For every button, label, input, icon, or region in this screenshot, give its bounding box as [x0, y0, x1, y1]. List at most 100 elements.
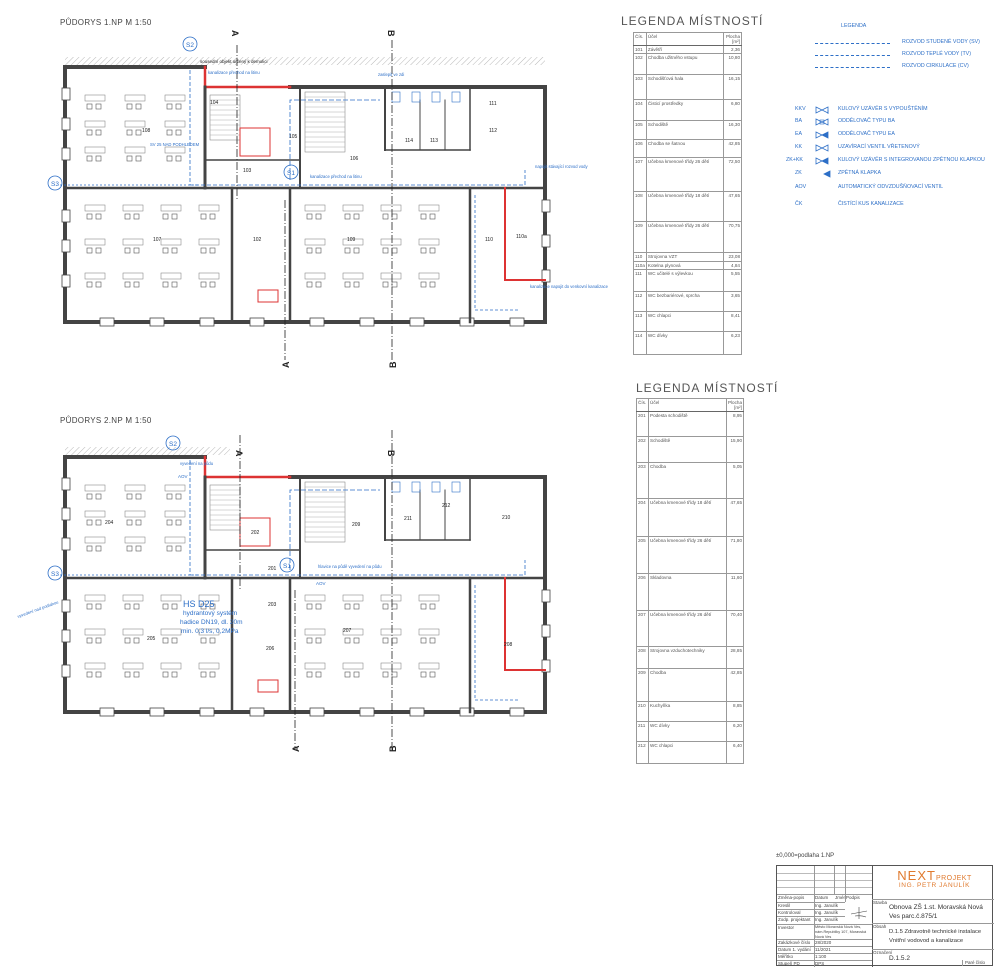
equipment — [257, 289, 279, 303]
room-area: 16,15 — [723, 74, 742, 100]
window — [359, 707, 375, 717]
room-label: 205 — [147, 636, 156, 642]
window — [249, 707, 265, 717]
room-label: 211 — [404, 516, 412, 522]
chair — [175, 493, 182, 500]
room-area: 6,20 — [725, 721, 745, 742]
chair — [135, 519, 142, 526]
chair — [166, 519, 173, 526]
desk — [198, 594, 220, 602]
room-area: 2,36 — [723, 45, 742, 54]
desk — [124, 146, 146, 154]
window — [541, 234, 551, 248]
window — [61, 629, 71, 643]
header-area: Plocha [m²] — [723, 32, 742, 46]
room-area: 23,08 — [723, 252, 742, 262]
field-label: Investor — [777, 924, 814, 939]
table-header-row: Čís. Účel Plocha [m²] — [636, 398, 745, 412]
chair — [344, 671, 351, 678]
neighbor-hatch — [65, 57, 300, 65]
section-a-mark: A — [234, 450, 244, 457]
room-label: 104 — [210, 100, 219, 106]
room-area: 10,80 — [723, 53, 742, 75]
water-pipe — [289, 99, 380, 180]
room-num: 212 — [636, 741, 649, 764]
toilet — [411, 91, 421, 103]
room-label: 105 — [289, 134, 298, 140]
toilet — [451, 91, 461, 103]
room-num: 114 — [633, 331, 647, 355]
header-purpose: Účel — [645, 32, 725, 46]
field-value: DPS — [814, 960, 872, 967]
room-num: 202 — [636, 436, 649, 463]
header-number: Čís. — [633, 32, 647, 46]
symbol-label: AUTOMATICKÝ ODVZDUŠŇOVACÍ VENTIL — [838, 184, 944, 190]
logo-name: ING. PETR JANULÍK — [898, 882, 971, 889]
marker-s3-label: S3 — [51, 571, 59, 578]
desk — [304, 594, 326, 602]
chair — [126, 493, 133, 500]
chair — [420, 281, 427, 288]
field-value: 11/2021 — [814, 946, 872, 953]
field-label: Zodp. projektant — [777, 916, 814, 924]
room-legend-1-title: LEGENDA MÍSTNOSTÍ — [621, 14, 764, 28]
field-label: Měřítko — [777, 953, 814, 960]
desk — [124, 94, 146, 102]
desk — [380, 662, 402, 670]
chair — [391, 603, 398, 610]
section-b-mark: B — [386, 450, 396, 457]
chair — [315, 247, 322, 254]
window — [459, 707, 475, 717]
desk — [380, 272, 402, 280]
oznaceni-value: D.1.5.2 — [889, 955, 910, 962]
aov-label: AOV — [316, 581, 326, 586]
room-purpose: Učebna kmenové třídy 26 dětí — [645, 157, 725, 192]
table-header-row: Čís. Účel Plocha [m²] — [633, 32, 742, 46]
window — [61, 274, 71, 288]
field-label: Datum 1. vydání — [777, 946, 814, 953]
room-num: 207 — [636, 610, 649, 647]
room-num: 204 — [636, 498, 649, 537]
title-block: Změna-popis Datum Jméno Podpis KreslilIn… — [776, 865, 994, 967]
room-num: 106 — [633, 139, 647, 158]
chair — [95, 129, 102, 136]
desk — [124, 510, 146, 518]
chair — [171, 603, 178, 610]
desk — [84, 510, 106, 518]
pipe-line-sample — [815, 55, 890, 56]
chair — [429, 671, 436, 678]
window — [61, 117, 71, 131]
room-label: 202 — [251, 530, 260, 536]
desk — [342, 204, 364, 212]
room-area: 5,05 — [725, 462, 745, 499]
chair — [171, 213, 178, 220]
marker-s3-label: S3 — [51, 181, 59, 188]
symbol-label: ODDĚLOVAČ TYPU EA — [838, 131, 895, 137]
room-purpose: WC chlapci — [645, 311, 725, 332]
chair — [200, 671, 207, 678]
chair — [306, 671, 313, 678]
chair — [306, 637, 313, 644]
field-value: Ing. Janulík — [814, 902, 845, 909]
hydrant-line: hydrantový systém — [183, 610, 237, 617]
room-num: 108 — [633, 191, 647, 222]
floor-plans-drawing: sousední objekt určený k demolici kanali… — [17, 30, 609, 752]
chair — [200, 637, 207, 644]
chair — [126, 103, 133, 110]
plug-note: zaslepit ve zdi — [378, 72, 404, 77]
desk — [122, 662, 144, 670]
desk — [164, 536, 186, 544]
marker-s1 — [279, 557, 295, 573]
symbol-label: ODDĚLOVAČ TYPU BA — [838, 118, 895, 124]
room-purpose: Strojovna VZT — [645, 252, 725, 262]
window — [61, 239, 71, 253]
chair — [86, 637, 93, 644]
